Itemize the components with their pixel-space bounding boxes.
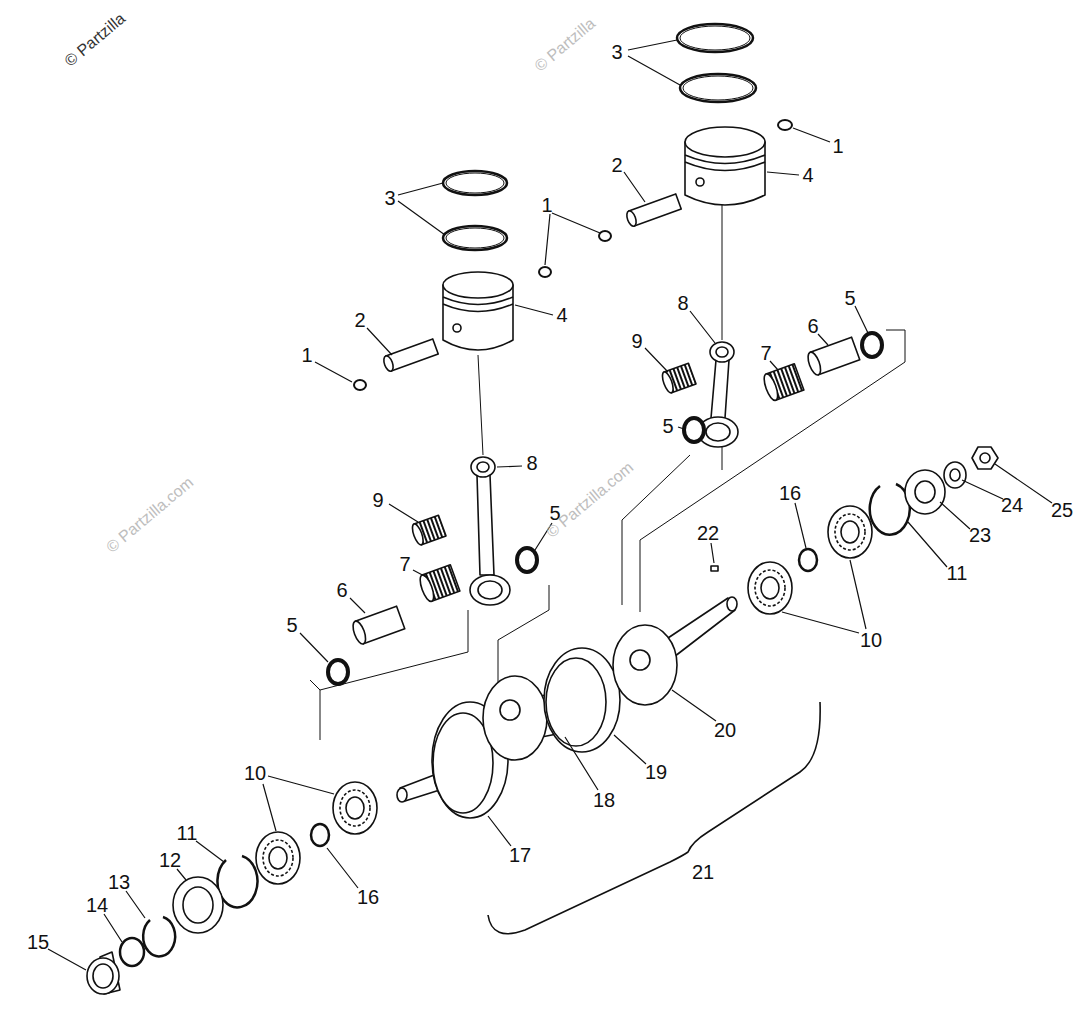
callout-number: 10: [244, 763, 266, 783]
callout-number: 12: [159, 850, 181, 870]
callout-number: 2: [354, 310, 365, 330]
callout-number: 16: [357, 887, 379, 907]
callout-number: 8: [677, 293, 688, 313]
callout-number: 6: [336, 580, 347, 600]
callout-number: 8: [526, 453, 537, 473]
callout-number: 16: [779, 483, 801, 503]
callout-number: 14: [86, 895, 108, 915]
callout-number: 13: [108, 872, 130, 892]
callout-number: 2: [611, 155, 622, 175]
callout-number: 3: [384, 188, 395, 208]
callout-number: 17: [509, 845, 531, 865]
callout-number: 5: [844, 288, 855, 308]
callout-number: 24: [1001, 495, 1023, 515]
callout-number: 7: [399, 554, 410, 574]
callout-number: 5: [286, 615, 297, 635]
callout-number: 11: [947, 563, 968, 583]
callout-number: 9: [631, 331, 642, 351]
callout-number: 11: [177, 823, 198, 843]
watermark: © Partzilla: [62, 10, 128, 69]
callout-number: 1: [301, 345, 312, 365]
watermark: © Partzilla.com: [544, 459, 637, 541]
callout-number: 25: [1051, 500, 1073, 520]
callout-number: 3: [611, 42, 622, 62]
callout-number: 6: [807, 316, 818, 336]
callout-number: 18: [593, 790, 615, 810]
callout-number: 23: [969, 525, 991, 545]
watermark: © Partzilla: [532, 15, 598, 74]
callout-number: 20: [714, 720, 736, 740]
callout-number: 1: [832, 136, 843, 156]
callout-number: 21: [692, 862, 714, 882]
callout-number: 15: [27, 932, 49, 952]
callout-number: 4: [556, 305, 567, 325]
callout-number: 5: [662, 416, 673, 436]
callout-number: 4: [802, 165, 813, 185]
callout-number: 1: [541, 195, 552, 215]
callout-number: 9: [372, 490, 383, 510]
callout-number: 7: [760, 343, 771, 363]
callout-number: 10: [860, 630, 882, 650]
callout-number: 22: [697, 523, 719, 543]
watermark: © Partzilla.com: [104, 474, 197, 556]
callout-number: 19: [645, 762, 667, 782]
